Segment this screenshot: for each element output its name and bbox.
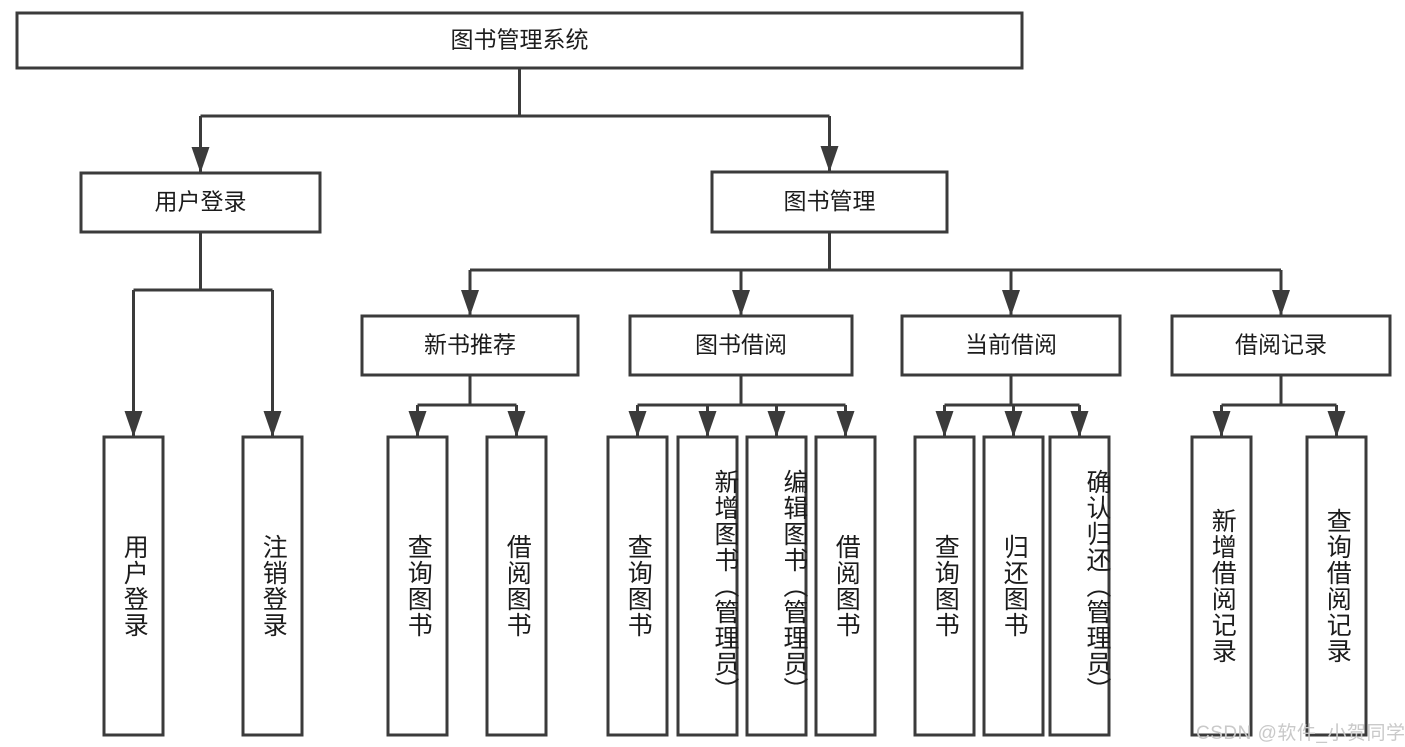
level3-node-label-3: 借阅记录 xyxy=(1235,332,1327,358)
arrowhead xyxy=(408,411,427,437)
arrowhead xyxy=(732,290,750,316)
node-boxes xyxy=(15,11,1392,737)
csdn-watermark: CSDN @软件_小贺同学 xyxy=(1196,723,1405,744)
leaf-node-box-4[interactable] xyxy=(606,435,669,737)
root-node-box[interactable] xyxy=(15,11,1024,70)
arrowhead xyxy=(836,411,855,437)
leaf-node-box-2[interactable] xyxy=(386,435,449,737)
arrowhead xyxy=(1002,290,1020,316)
leaf-node-box-1[interactable] xyxy=(241,435,304,737)
level3-node-box-1[interactable] xyxy=(628,314,854,377)
leaf-node-box-3[interactable] xyxy=(485,435,548,737)
level3-node-box-3[interactable] xyxy=(1170,314,1392,377)
arrowhead xyxy=(124,411,143,437)
leaf-node-box-8[interactable] xyxy=(913,435,976,737)
arrowhead xyxy=(1070,411,1089,437)
arrowhead xyxy=(698,411,717,437)
level3-node-label-2: 当前借阅 xyxy=(965,332,1057,358)
leaf-node-box-7[interactable] xyxy=(814,435,877,737)
connector-lines xyxy=(132,68,1338,437)
level3-node-box-0[interactable] xyxy=(360,314,580,377)
arrowhead xyxy=(1212,411,1231,437)
arrowhead xyxy=(628,411,647,437)
arrowhead xyxy=(507,411,526,437)
leaf-node-box-0[interactable] xyxy=(102,435,165,737)
connector-arrowheads xyxy=(124,146,1346,437)
arrowhead xyxy=(820,146,839,172)
leaf-node-box-11[interactable] xyxy=(1190,435,1253,737)
root-node-label: 图书管理系统 xyxy=(451,27,589,53)
arrowhead xyxy=(191,147,210,173)
level2-node-box-0[interactable] xyxy=(79,171,322,234)
leaf-node-box-5[interactable] xyxy=(676,435,739,737)
arrowhead xyxy=(1004,411,1023,437)
level3-node-box-2[interactable] xyxy=(900,314,1122,377)
level2-node-label-0: 用户登录 xyxy=(155,189,247,215)
arrowhead xyxy=(767,411,786,437)
leaf-node-box-12[interactable] xyxy=(1305,435,1368,737)
arrowhead xyxy=(461,290,479,316)
level2-node-box-1[interactable] xyxy=(710,170,949,234)
level2-node-label-1: 图书管理 xyxy=(784,188,876,214)
arrowhead xyxy=(263,411,282,437)
arrowhead xyxy=(935,411,954,437)
level3-node-label-0: 新书推荐 xyxy=(424,332,516,358)
leaf-node-box-10[interactable] xyxy=(1048,435,1111,737)
level3-node-label-1: 图书借阅 xyxy=(695,332,787,358)
arrowhead xyxy=(1272,290,1290,316)
leaf-node-box-6[interactable] xyxy=(745,435,808,737)
leaf-node-box-9[interactable] xyxy=(982,435,1045,737)
arrowhead xyxy=(1327,411,1346,437)
